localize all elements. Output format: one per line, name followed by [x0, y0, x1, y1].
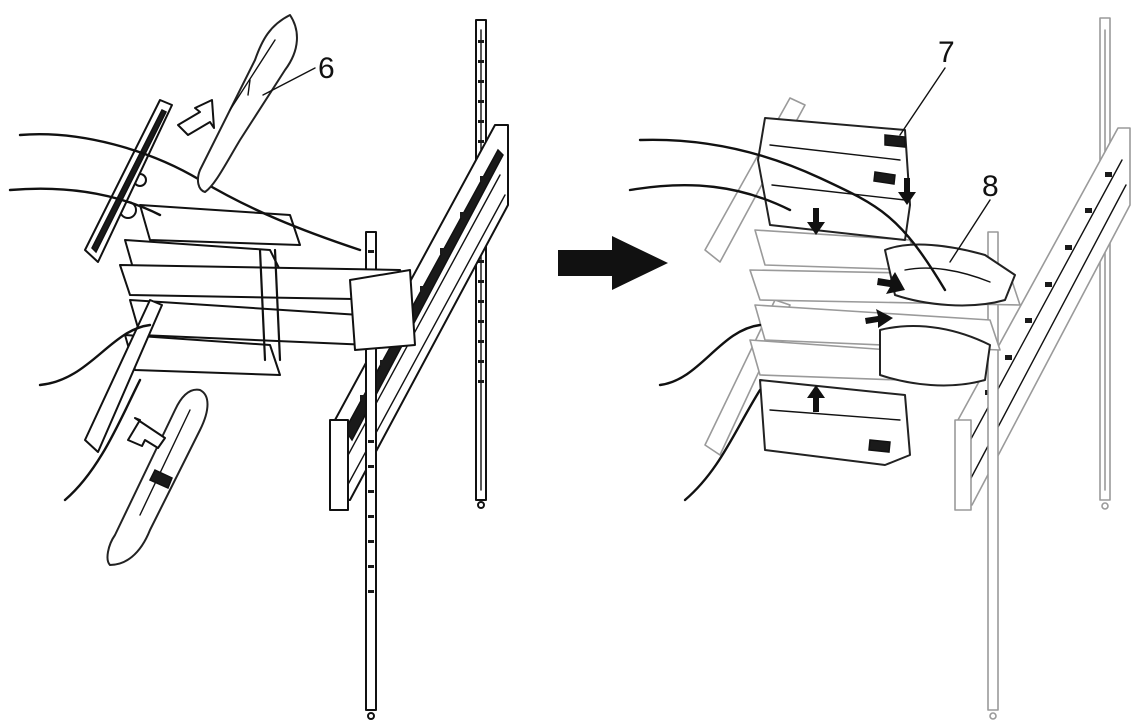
press-arrows-right-figure — [807, 178, 916, 412]
callout-label-7: 7 — [938, 36, 955, 69]
cable-cover-part-7-installed — [757, 117, 911, 241]
push-arrows-left-figure — [127, 99, 215, 449]
cable-cover-part-6-lower — [106, 388, 209, 566]
push-arrow-icon — [177, 99, 215, 136]
cable-cover-part-8-installed — [879, 243, 1016, 387]
articulating-arms-left-figure — [119, 173, 416, 376]
callout-7: 7 — [899, 36, 955, 136]
left-step-before: 6 — [8, 14, 509, 720]
wall-plate-rail-right-figure — [1099, 17, 1111, 510]
vesa-strip-left-figure — [365, 231, 377, 720]
callout-8: 8 — [949, 170, 999, 263]
callout-6: 6 — [262, 52, 335, 96]
press-arrow-icon — [865, 309, 893, 328]
wall-bracket-left-figure — [329, 124, 509, 511]
right-step-after: 7 8 — [628, 17, 1131, 720]
vesa-strip-right-figure — [987, 231, 999, 720]
cables-right-figure — [628, 138, 947, 502]
cable-cover-part-6-upper — [196, 14, 298, 193]
push-arrow-icon — [127, 417, 166, 449]
wall-plate-rail-left-figure — [475, 19, 487, 509]
cable-cover-lower-installed — [759, 379, 911, 466]
right-arrow-icon — [558, 236, 668, 290]
press-arrow-icon — [807, 385, 825, 412]
press-arrow-icon — [807, 208, 825, 235]
press-arrow-icon — [898, 178, 916, 205]
tv-arm-plate-left-figure — [84, 99, 173, 453]
press-arrow-icon — [877, 272, 905, 294]
callout-label-8: 8 — [982, 170, 999, 203]
callout-label-6: 6 — [318, 52, 335, 85]
